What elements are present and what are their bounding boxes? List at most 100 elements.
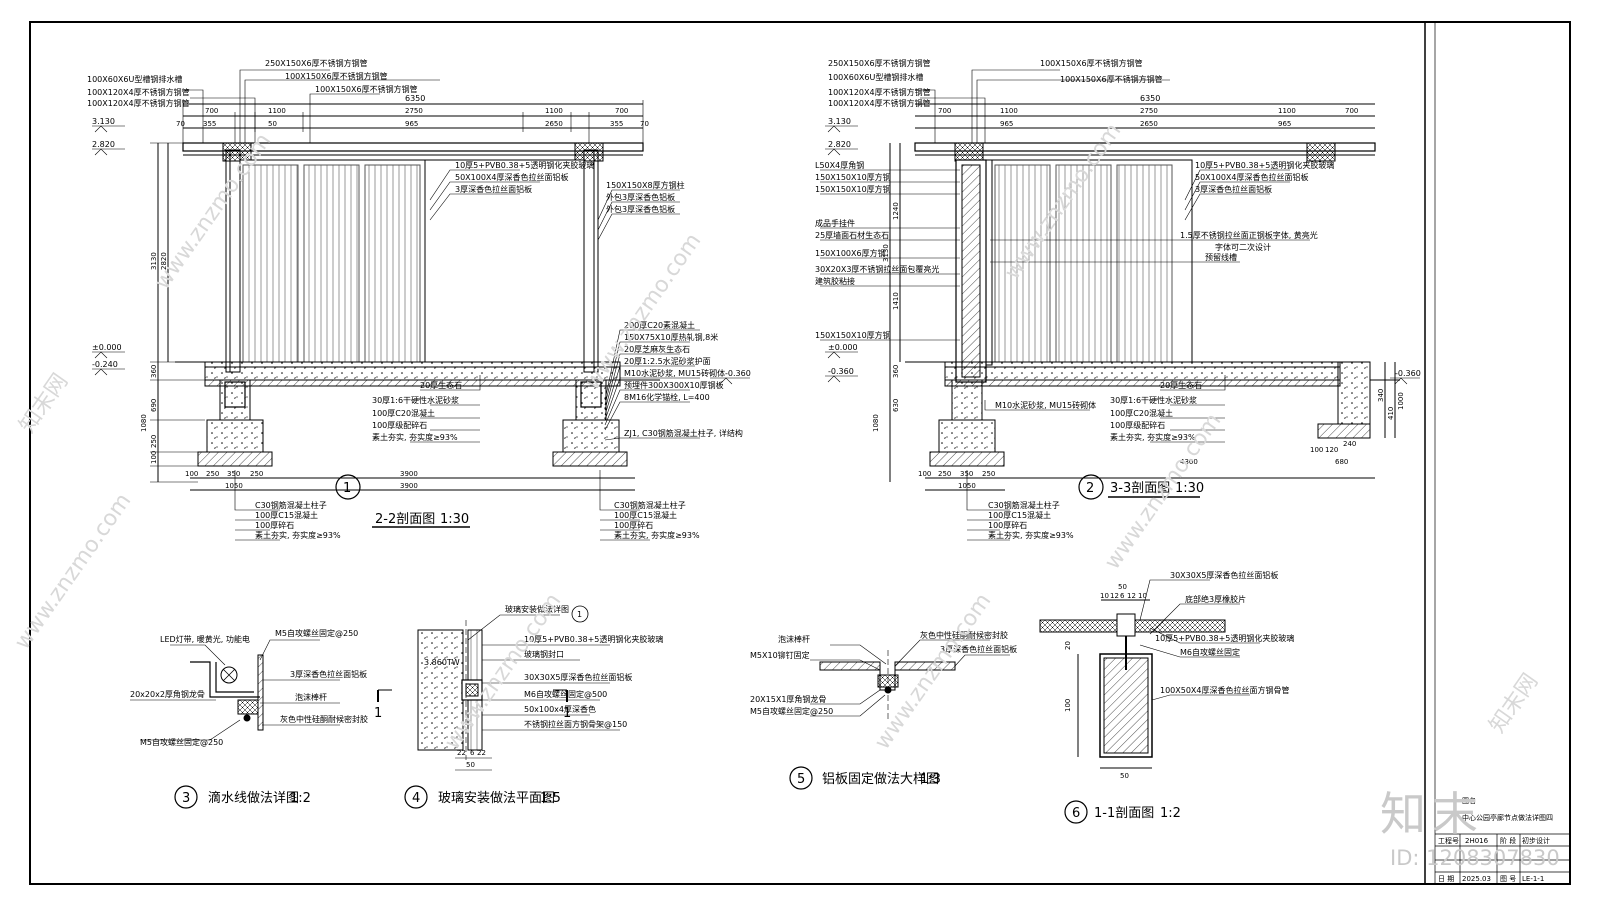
dim: 6	[1120, 592, 1125, 600]
label: ZJ1, C30钢筋混凝土柱子, 详结构	[624, 428, 743, 438]
dim: 2650	[1140, 120, 1158, 128]
label: 3厚深香色拉丝面铝板	[1195, 184, 1272, 194]
label: 50X100X4厚深香色拉丝面铝板	[455, 172, 569, 182]
detail-4-number: 4	[412, 791, 420, 806]
detail-6-title: 1-1剖面图	[1094, 806, 1154, 821]
cut-mark: 1	[563, 706, 571, 721]
date-label: 日 期	[1438, 875, 1454, 883]
dim: 250	[250, 470, 263, 478]
label: 8M16化学锚栓, L=400	[624, 392, 710, 402]
level: 3.130	[828, 117, 851, 126]
label: 外包3厚深香色铝板	[606, 192, 675, 202]
dim: 630	[892, 399, 900, 412]
label: 150X150X10厚方钢	[815, 330, 891, 340]
label: 预留线槽	[1205, 252, 1237, 262]
label: 泡沫棒杆	[778, 634, 810, 644]
cut-mark: 1	[374, 706, 382, 721]
label: 100X120X4厚不锈钢方钢管	[828, 98, 931, 108]
level: -0.240	[92, 360, 118, 369]
label: 1.5厚不锈钢拉丝面正钢板字体, 黄亮光	[1180, 230, 1318, 240]
label: 底部绝3厚橡胶片	[1185, 594, 1246, 604]
project-no: 2H016	[1465, 837, 1489, 845]
section-3-3-scale: 1:30	[1175, 481, 1204, 496]
dim: 50	[466, 761, 475, 769]
label: 100厚C15混凝土	[988, 510, 1051, 520]
label: 100厚C15混凝土	[614, 510, 677, 520]
label: 30厚1:6干硬性水泥砂浆	[1110, 395, 1197, 405]
detail-5	[789, 639, 1010, 790]
dim: 250	[150, 435, 158, 448]
detail-5-number: 5	[797, 772, 805, 787]
dim: 350	[227, 470, 240, 478]
dim: 2750	[1140, 107, 1158, 115]
label: 100厚C20混凝土	[1110, 408, 1173, 418]
dim: 70	[640, 120, 649, 128]
level: 2.820	[828, 140, 851, 149]
label: 100X50X4厚深香色拉丝面方钢骨管	[1160, 685, 1290, 695]
dim: 50	[268, 120, 277, 128]
label: 10厚5+PVB0.38+5透明钢化夹胶玻璃	[524, 634, 663, 644]
label: 150X150X8厚方钢柱	[606, 180, 685, 190]
label: 50X100X4厚深香色拉丝面铝板	[1195, 172, 1309, 182]
stage: 初步设计	[1522, 836, 1550, 845]
dim: 2750	[405, 107, 423, 115]
section-2-2-number: 1	[343, 481, 351, 496]
dim: 70	[176, 120, 185, 128]
label: 100厚碎石	[988, 520, 1027, 530]
detail-6	[1039, 579, 1260, 824]
label: 150X75X10厚热轧钢,8米	[624, 332, 718, 342]
level: -0.360	[1395, 369, 1421, 378]
dim: 10	[1100, 592, 1109, 600]
label: 10厚5+PVB0.38+5透明钢化夹胶玻璃	[1195, 160, 1334, 170]
label: M10水泥砂浆, MU15砖砌体	[995, 400, 1096, 410]
label: 20厚生态石	[420, 380, 462, 390]
dim: 12	[1110, 592, 1119, 600]
section-3-3-number: 2	[1086, 481, 1094, 496]
label: M6自攻螺丝固定@500	[524, 689, 607, 699]
detail-5-text: 泡沫棒杆 M5X10铆钉固定 20X15X1厚角钢龙骨 M5自攻螺丝固定@250…	[750, 630, 1017, 787]
detail-6-number: 6	[1072, 806, 1080, 821]
dim: 700	[615, 107, 628, 115]
label: 10厚5+PVB0.38+5透明钢化夹胶玻璃	[1155, 633, 1294, 643]
label: 200厚C20素混凝土	[624, 320, 695, 330]
dim: 50	[1120, 772, 1129, 780]
dim: 1000	[1397, 392, 1405, 410]
label: 素土夯实, 夯实度≥93%	[372, 432, 458, 442]
dim: 690	[150, 399, 158, 412]
drawing-name: 中心公园亭廊节点做法详图四	[1462, 813, 1553, 822]
label: 25厚墙面石材生态石	[815, 230, 889, 240]
dim: 2650	[545, 120, 563, 128]
label: 素土夯实, 夯实度≥93%	[1110, 432, 1196, 442]
dim: 6350	[405, 94, 425, 103]
label: M10水泥砂浆, MU15砖砌体	[624, 368, 725, 378]
watermark-logo: 知末	[1380, 787, 1484, 841]
detail-3-number: 3	[182, 791, 190, 806]
label: 20厚生态石	[1160, 380, 1202, 390]
label: 10厚5+PVB0.38+5透明钢化夹胶玻璃	[455, 160, 594, 170]
label: 100厚C20混凝土	[372, 408, 435, 418]
dim: 250	[982, 470, 995, 478]
dim: 3130	[150, 252, 158, 270]
dim: 1050	[225, 482, 243, 490]
dim: 22	[477, 749, 486, 757]
level: -0.360	[725, 369, 751, 378]
label: 20厚芝麻灰生态石	[624, 344, 690, 354]
dim: 1100	[545, 107, 563, 115]
label: 100X150X6厚不锈钢方钢管	[315, 84, 418, 94]
dim: 350	[960, 470, 973, 478]
title-block-text: 图名 中心公园亭廊节点做法详图四 工程号 2H016 阶 段 初步设计 日 期 …	[1438, 796, 1553, 883]
label: 100厚碎石	[614, 520, 653, 530]
section-2-2-text: 250X150X6厚不锈钢方钢管 100X150X6厚不锈钢方钢管 100X60…	[87, 58, 751, 540]
label: 100厚级配碎石	[1110, 420, 1165, 430]
detail-5-title: 铝板固定做法大样图	[822, 772, 939, 787]
label: 30X20X3厚不锈钢拉丝面包覆亮光	[815, 264, 939, 274]
label: 玻璃安装做法详图	[505, 604, 569, 614]
label: 30厚1:6干硬性水泥砂浆	[372, 395, 459, 405]
dim: 355	[203, 120, 216, 128]
project-no-label: 工程号	[1438, 836, 1459, 845]
level: ±0.000	[92, 343, 122, 352]
dim: 50	[1118, 583, 1127, 591]
dim: 1050	[958, 482, 976, 490]
section-3-3	[820, 69, 1420, 541]
